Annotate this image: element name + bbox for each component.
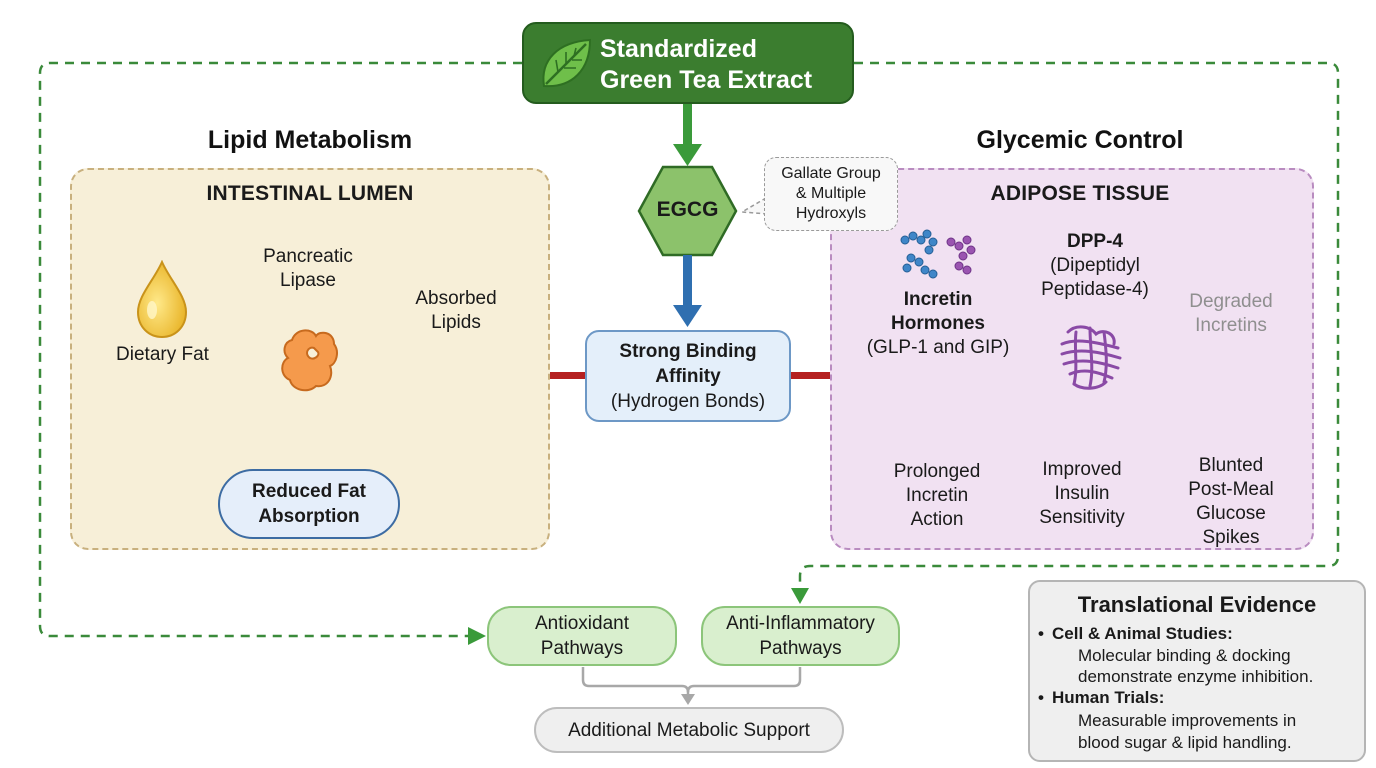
binding-line-2: Affinity — [655, 365, 721, 387]
evidence-item-text: Measurable improvements in — [1078, 711, 1297, 730]
incretin-line-3: (GLP-1 and GIP) — [866, 337, 1010, 358]
evidence-item-text: blood sugar & lipid handling. — [1078, 733, 1292, 752]
green-tea-extract-node: Standardized Green Tea Extract — [522, 22, 854, 104]
step1-line-2: Incretin — [905, 485, 969, 506]
additional-metabolic-support-node: Additional Metabolic Support — [534, 707, 844, 753]
evidence-item-text: demonstrate enzyme inhibition. — [1078, 667, 1314, 686]
antiox-line-1: Antioxidant — [534, 613, 629, 634]
adipose-tissue-panel — [830, 168, 1314, 550]
step3-line-1: Blunted — [1198, 455, 1264, 476]
incretin-hormones-label: Incretin Hormones (GLP-1 and GIP) — [856, 288, 1020, 360]
dashed-loop-left-head — [468, 627, 486, 645]
absorbed-line-2: Lipids — [431, 312, 481, 333]
incretin-molecules-icon — [900, 229, 976, 279]
source-line-2: Green Tea Extract — [600, 66, 813, 94]
dashed-loop-right-head — [791, 588, 809, 604]
lipid-section-title: Lipid Metabolism — [207, 126, 413, 154]
step3-line-3: Glucose — [1196, 503, 1266, 524]
source-to-egcg-head — [673, 144, 702, 166]
dpp4-enzyme-icon — [1060, 325, 1122, 390]
degraded-line-1: Degraded — [1189, 291, 1273, 312]
reduced-line-2: Absorption — [258, 506, 360, 527]
binding-affinity-node: Strong Binding Affinity (Hydrogen Bonds) — [585, 330, 791, 422]
translational-evidence-box: Translational Evidence Cell & Animal Stu… — [1028, 580, 1366, 762]
callout-pointer — [739, 197, 769, 215]
callout-line-1: Gallate Group — [781, 165, 881, 182]
to-support-head — [681, 694, 695, 705]
step2-line-2: Insulin — [1054, 483, 1110, 504]
dashed-loop-right — [798, 61, 1340, 590]
step2-line-1: Improved — [1042, 459, 1122, 480]
dpp4-label: DPP-4 (Dipeptidyl Peptidase-4) — [1016, 230, 1174, 302]
source-to-egcg-shaft — [683, 104, 692, 146]
callout-line-3: Hydroxyls — [795, 205, 867, 222]
dpp4-line-2: (Dipeptidyl — [1050, 255, 1140, 276]
evidence-item-label: Human Trials: — [1038, 688, 1164, 708]
lipase-line-1: Pancreatic — [263, 246, 353, 267]
egcg-to-binding-head — [673, 305, 702, 327]
reduced-line-1: Reduced Fat — [251, 481, 367, 502]
egcg-hexagon — [637, 165, 738, 257]
leaf-icon — [542, 38, 592, 88]
reduced-fat-absorption-node: Reduced Fat Absorption — [218, 469, 400, 539]
step1-line-3: Action — [910, 509, 964, 530]
binding-line-1: Strong Binding — [619, 340, 757, 362]
antiinf-line-2: Pathways — [759, 638, 842, 659]
dpp4-line-1: DPP-4 — [1067, 231, 1123, 252]
dpp4-line-3: Peptidase-4) — [1041, 279, 1149, 300]
pancreatic-lipase-label: Pancreatic Lipase — [230, 245, 386, 293]
antiox-to-support-connector — [581, 667, 690, 700]
step1-line-1: Prolonged — [893, 461, 981, 482]
evidence-item-label: Cell & Animal Studies: — [1038, 624, 1233, 644]
step3-line-4: Spikes — [1202, 527, 1260, 548]
fat-droplet-icon — [136, 260, 188, 339]
lipase-line-2: Lipase — [280, 270, 336, 291]
egcg-label: EGCG — [656, 198, 719, 221]
prolonged-incretin-label: Prolonged Incretin Action — [876, 460, 998, 532]
lipase-enzyme-icon — [281, 329, 338, 392]
absorbed-line-1: Absorbed — [415, 288, 497, 309]
degraded-line-2: Incretins — [1195, 315, 1267, 336]
improved-insulin-label: Improved Insulin Sensitivity — [1024, 458, 1140, 530]
incretin-line-2: Hormones — [891, 313, 985, 334]
anti-inflammatory-pathways-node: Anti-Inflammatory Pathways — [701, 606, 900, 666]
egcg-to-binding-shaft — [683, 255, 692, 307]
glycemic-section-title: Glycemic Control — [976, 126, 1184, 154]
intestinal-lumen-title: INTESTINAL LUMEN — [206, 182, 414, 205]
antioxidant-pathways-node: Antioxidant Pathways — [487, 606, 677, 666]
adipose-tissue-title: ADIPOSE TISSUE — [990, 182, 1170, 205]
antiox-line-2: Pathways — [540, 638, 624, 659]
blunted-glucose-label: Blunted Post-Meal Glucose Spikes — [1172, 454, 1290, 550]
callout-line-2: & Multiple — [795, 185, 867, 202]
evidence-title: Translational Evidence — [1077, 592, 1317, 617]
binding-line-3: (Hydrogen Bonds) — [610, 390, 766, 412]
source-line-1: Standardized — [600, 35, 757, 63]
antiinf-to-support-connector — [686, 667, 802, 693]
degraded-incretins-label: Degraded Incretins — [1178, 290, 1284, 338]
incretin-line-1: Incretin — [903, 289, 973, 310]
evidence-item-text: Molecular binding & docking — [1078, 646, 1291, 665]
step2-line-3: Sensitivity — [1039, 507, 1125, 528]
dietary-fat-label: Dietary Fat — [116, 344, 209, 365]
step3-line-2: Post-Meal — [1188, 479, 1274, 500]
gallate-callout: Gallate Group & Multiple Hydroxyls — [764, 157, 898, 231]
absorbed-lipids-label: Absorbed Lipids — [396, 287, 516, 335]
antiinf-line-1: Anti-Inflammatory — [726, 613, 875, 634]
